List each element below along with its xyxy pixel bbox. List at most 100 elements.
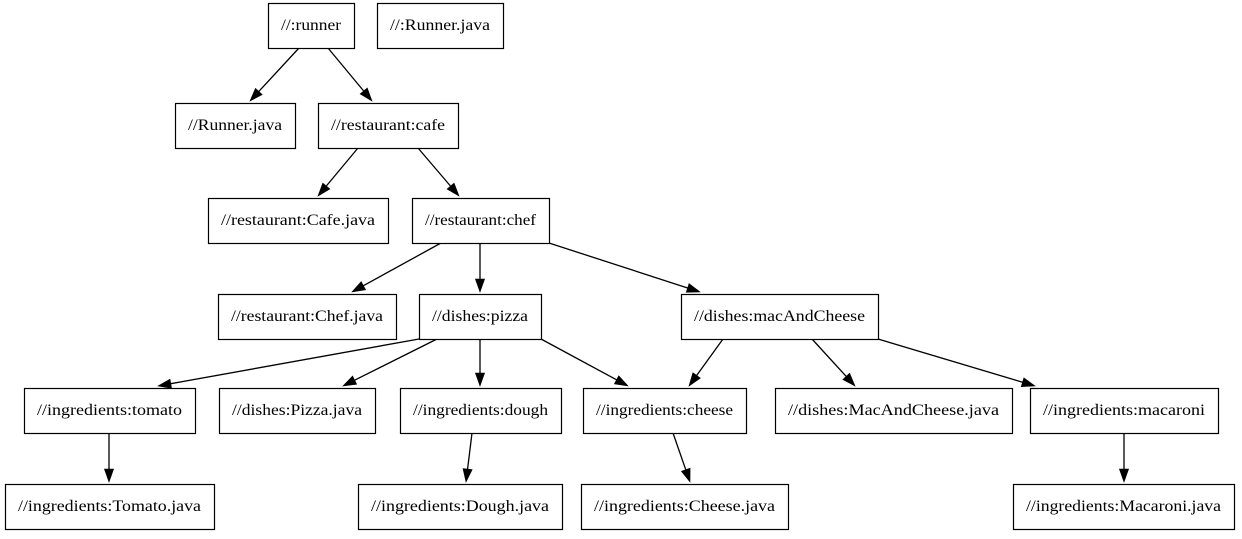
node-label: //ingredients:tomato (37, 402, 182, 419)
node-label: //restaurant:chef (425, 212, 537, 229)
edge-line (354, 338, 438, 381)
graph-edge (688, 338, 724, 387)
graph-node-ing_macaroni[interactable]: //ingredients:macaroni (1029, 387, 1220, 435)
edge-line (696, 338, 724, 376)
edge-line (540, 338, 617, 381)
graph-edge (249, 47, 300, 102)
graph-node-ing_macaroni_java[interactable]: //ingredients:Macaroni.java (1012, 483, 1236, 531)
edge-arrowhead (1118, 468, 1130, 483)
edge-arrowhead (1020, 377, 1036, 387)
node-box[interactable] (399, 387, 563, 435)
graph-edge (103, 433, 115, 483)
edges-layer (103, 47, 1130, 483)
edge-line (363, 242, 442, 287)
node-label: //dishes:MacAndCheese.java (788, 402, 999, 419)
edge-arrowhead (249, 87, 263, 102)
graph-edge (1118, 433, 1130, 483)
graph-edge (327, 47, 373, 102)
edge-line (672, 432, 687, 470)
edge-arrowhead (446, 182, 460, 197)
node-box[interactable] (207, 197, 390, 245)
graph-edge (540, 338, 629, 387)
node-box[interactable] (418, 293, 543, 341)
graph-node-dishes_mac_java[interactable]: //dishes:MacAndCheese.java (774, 387, 1014, 435)
edge-line (877, 338, 1023, 383)
graph-node-ing_tomato[interactable]: //ingredients:tomato (23, 387, 197, 435)
node-box[interactable] (582, 387, 748, 435)
graph-edge (811, 338, 856, 387)
node-box[interactable] (1029, 387, 1220, 435)
edge-line (327, 47, 365, 92)
node-box[interactable] (1012, 483, 1236, 531)
edge-arrowhead (842, 372, 856, 387)
edge-arrowhead (680, 467, 691, 483)
node-box[interactable] (774, 387, 1014, 435)
graph-node-ing_dough_java[interactable]: //ingredients:Dough.java (357, 483, 564, 531)
edge-line (548, 242, 688, 289)
graph-edge (877, 338, 1036, 387)
nodes-layer: //:runner //:Runner.java //Runner.java //re… (4, 2, 1236, 531)
edge-arrowhead (474, 372, 486, 387)
node-label: //dishes:macAndCheese (694, 308, 865, 325)
node-label: //Runner.java (188, 117, 282, 134)
node-box[interactable] (217, 293, 398, 341)
node-label: //dishes:Pizza.java (232, 402, 362, 419)
graph-node-restaurant_chef[interactable]: //restaurant:chef (411, 197, 551, 245)
node-box[interactable] (267, 2, 356, 50)
edge-arrowhead (342, 375, 358, 387)
node-box[interactable] (357, 483, 564, 531)
graph-node-root_runner_java[interactable]: //:Runner.java (376, 2, 505, 50)
node-box[interactable] (317, 102, 460, 150)
edge-arrowhead (474, 278, 486, 293)
edge-line (258, 47, 300, 92)
graph-edge (462, 432, 473, 483)
graph-edge (417, 147, 460, 197)
node-label: //ingredients:cheese (596, 402, 733, 419)
graph-node-runner_java[interactable]: //Runner.java (174, 102, 297, 150)
edge-arrowhead (613, 375, 629, 387)
edge-line (811, 338, 847, 377)
edge-arrowhead (359, 87, 373, 102)
graph-node-restaurant_chef_java[interactable]: //restaurant:Chef.java (217, 293, 398, 341)
edge-arrowhead (351, 281, 367, 293)
edge-arrowhead (462, 468, 473, 483)
graph-node-restaurant_cafe[interactable]: //restaurant:cafe (317, 102, 460, 150)
node-box[interactable] (411, 197, 551, 245)
node-box[interactable] (23, 387, 197, 435)
graph-node-ing_tomato_java[interactable]: //ingredients:Tomato.java (4, 483, 216, 531)
edge-line (466, 432, 473, 470)
graph-node-dishes_pizza[interactable]: //dishes:pizza (418, 293, 543, 341)
node-label: //ingredients:Tomato.java (18, 498, 201, 515)
node-box[interactable] (680, 293, 880, 341)
graph-node-dishes_pizza_java[interactable]: //dishes:Pizza.java (218, 387, 377, 435)
edge-line (170, 338, 420, 385)
graph-node-runner[interactable]: //:runner (267, 2, 356, 50)
edge-arrowhead (688, 372, 701, 387)
node-box[interactable] (218, 387, 377, 435)
graph-edge (672, 432, 691, 483)
graph-node-ing_cheese[interactable]: //ingredients:cheese (582, 387, 748, 435)
graph-edge (317, 147, 359, 197)
edge-arrowhead (317, 182, 331, 197)
graph-node-dishes_macandcheese[interactable]: //dishes:macAndCheese (680, 293, 880, 341)
node-box[interactable] (174, 102, 297, 150)
edge-line (325, 147, 359, 187)
edge-line (417, 147, 452, 187)
node-box[interactable] (580, 483, 790, 531)
graph-node-restaurant_cafe_java[interactable]: //restaurant:Cafe.java (207, 197, 390, 245)
graph-edge (474, 339, 486, 387)
node-label: //restaurant:cafe (331, 117, 445, 134)
node-label: //ingredients:Macaroni.java (1026, 498, 1221, 515)
graph-edge (157, 338, 420, 389)
graph-edge (342, 338, 438, 387)
edge-arrowhead (157, 378, 172, 389)
node-box[interactable] (4, 483, 216, 531)
node-box[interactable] (376, 2, 505, 50)
node-label: //ingredients:macaroni (1043, 402, 1206, 419)
node-label: //restaurant:Chef.java (231, 308, 383, 325)
graph-node-ing_dough[interactable]: //ingredients:dough (399, 387, 563, 435)
edge-arrowhead (103, 468, 115, 483)
graph-node-ing_cheese_java[interactable]: //ingredients:Cheese.java (580, 483, 790, 531)
